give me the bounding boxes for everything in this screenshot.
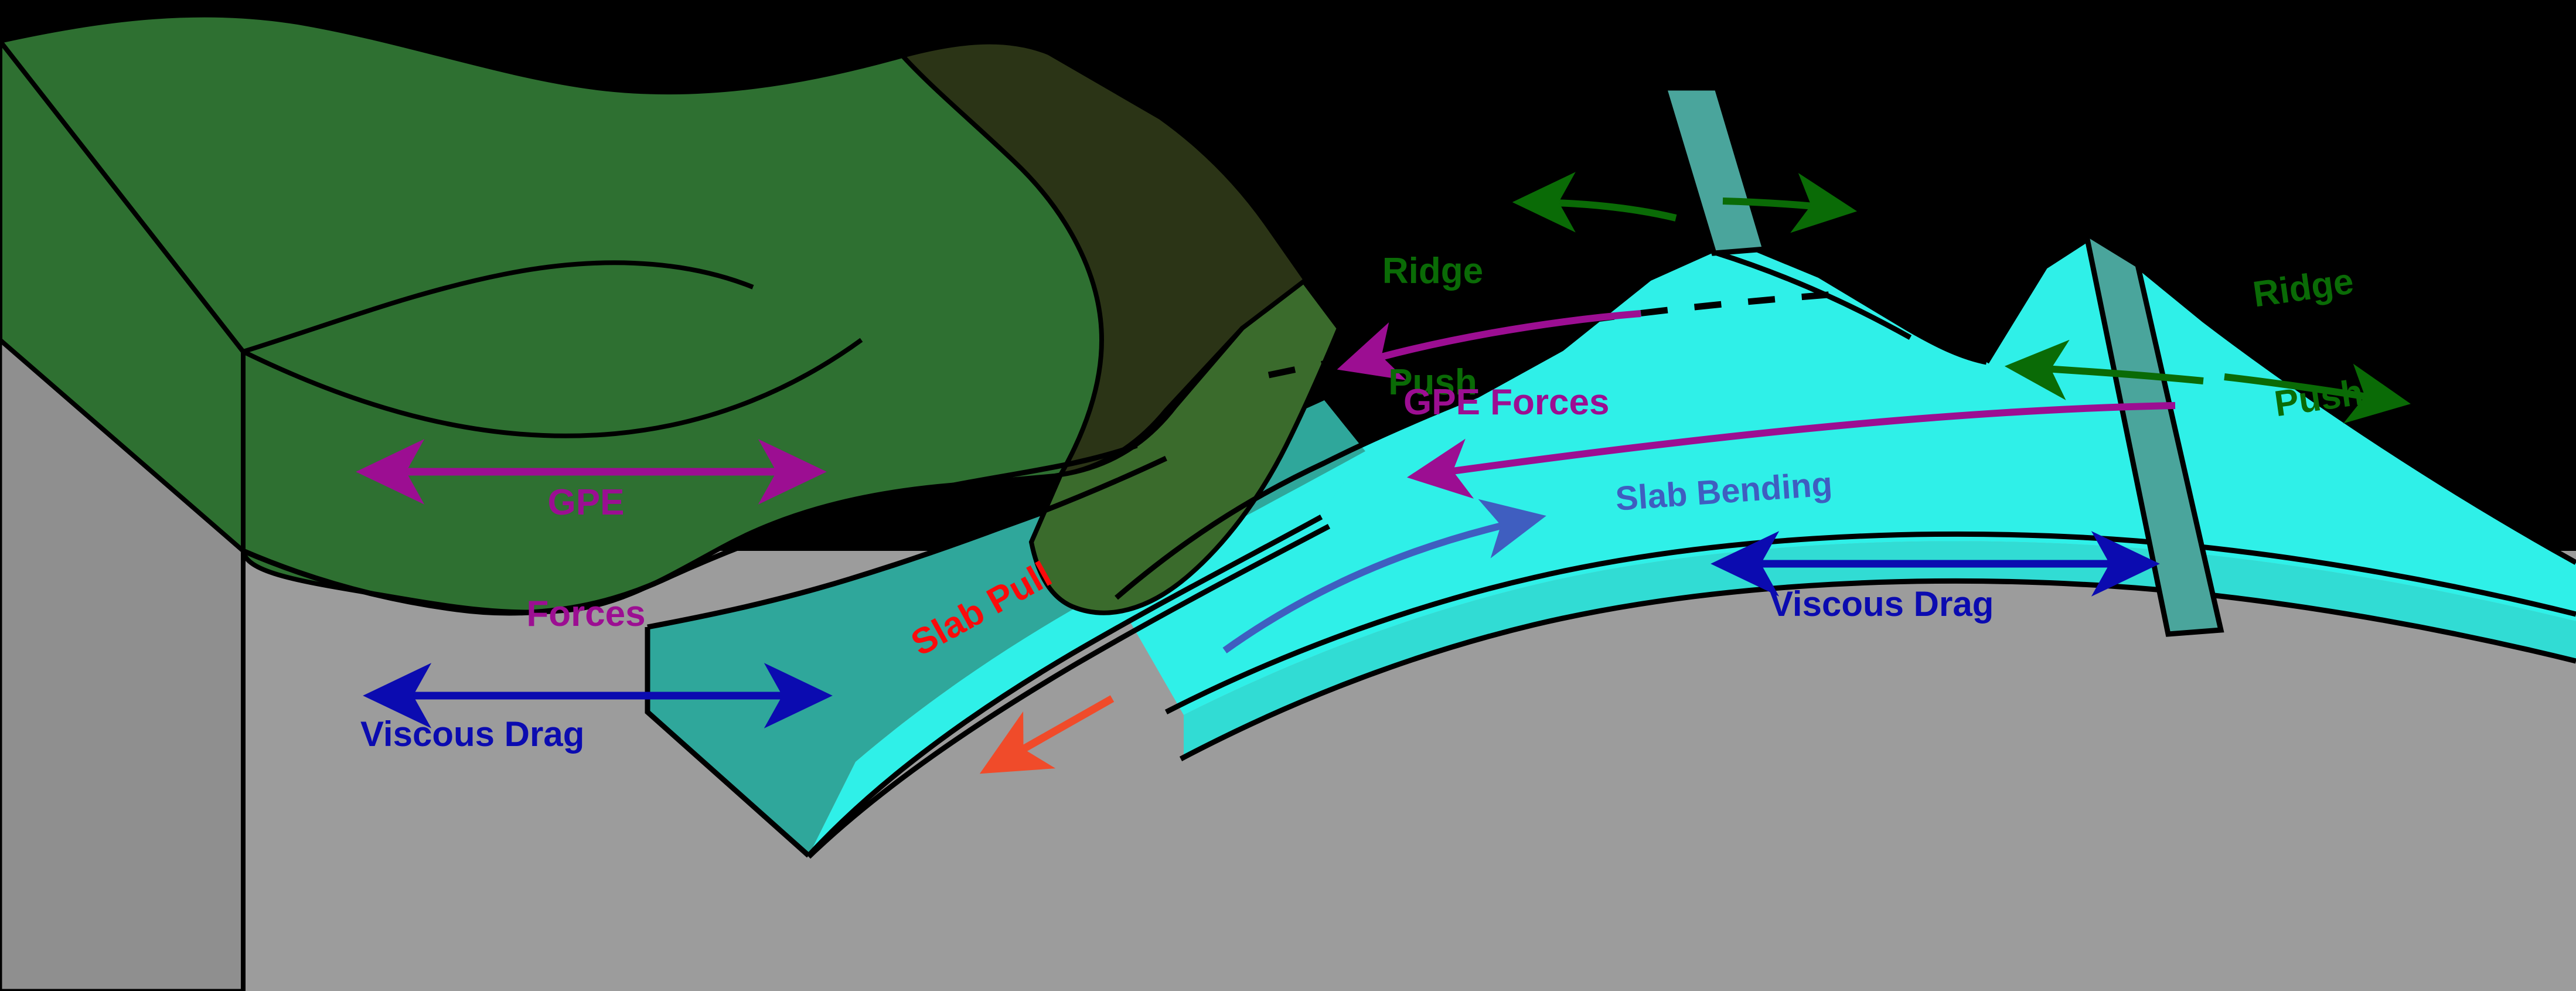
mid-ocean-ridge-left <box>1660 85 1769 256</box>
ridge-push-left-west-arrow <box>1512 172 1677 233</box>
mid-ocean-ridge-right <box>2082 227 2224 637</box>
gpe-forces-right-upper-arrow <box>1337 310 1641 380</box>
ridge-push-right-east-arrow <box>2224 363 2411 424</box>
ridge-push-right-west-arrow <box>2004 339 2204 400</box>
ridge-push-left-east-arrow <box>1722 173 1858 233</box>
ridge-left-base-curve <box>1716 250 1912 340</box>
gpe-forces-right-lower-arrow <box>1406 402 2176 499</box>
slab-bending-arrow <box>1222 499 1546 653</box>
continental-plate <box>0 12 1342 616</box>
slab-pull-arrow <box>979 695 1115 774</box>
